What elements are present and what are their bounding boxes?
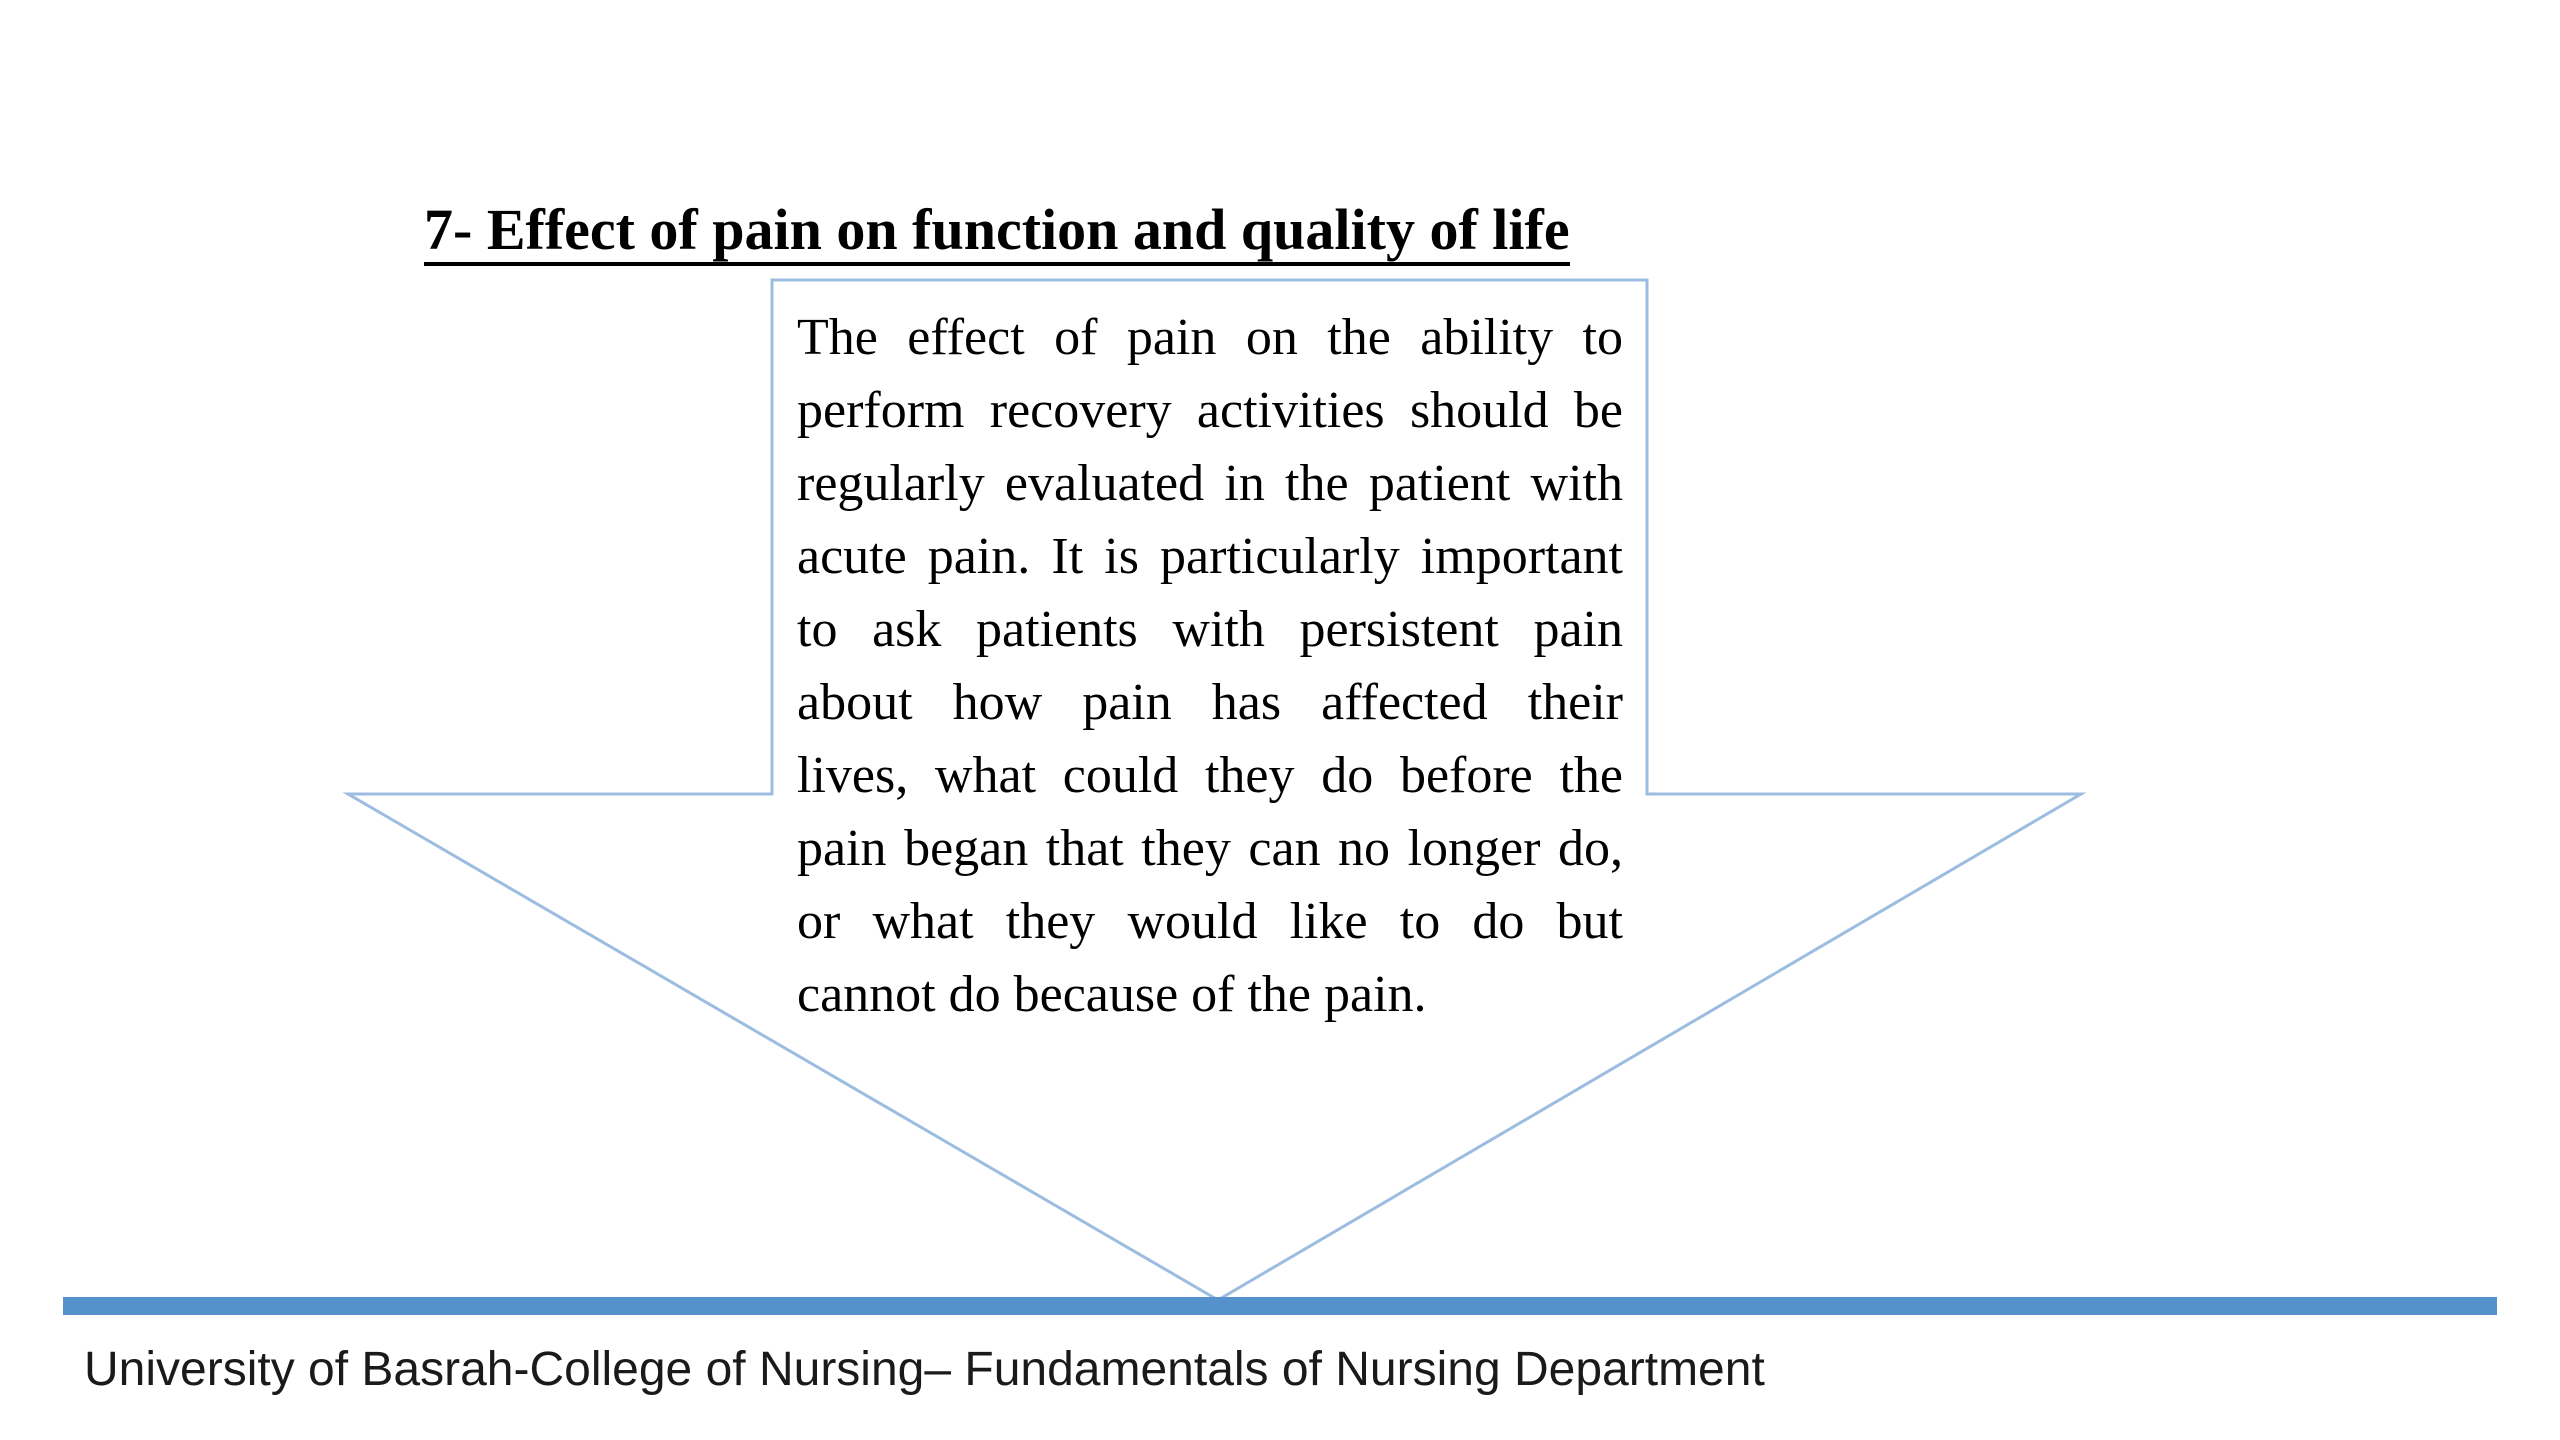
callout-text-line: about how pain has affected their	[797, 674, 1623, 731]
callout-text-line: or what they would like to do but	[797, 893, 1623, 950]
down-arrow-outline	[342, 278, 2087, 1302]
callout-text: The effect of pain on the ability to perf…	[797, 301, 1623, 1031]
callout-text-line: to ask patients with persistent pain	[797, 601, 1623, 658]
callout-text-line: perform recovery activities should be	[797, 382, 1623, 439]
footer-divider-line	[63, 1297, 2497, 1315]
callout-text-line: acute pain. It is particularly important	[797, 528, 1623, 585]
page-title: 7- Effect of pain on function and qualit…	[424, 201, 1570, 266]
callout-text-line: The effect of pain on the ability to	[797, 309, 1623, 366]
callout-text-line: lives, what could they do before the	[797, 747, 1623, 804]
callout-text-line: pain began that they can no longer do,	[797, 820, 1623, 877]
callout-text-line: regularly evaluated in the patient with	[797, 455, 1623, 512]
page-title-text: 7- Effect of pain on function and qualit…	[424, 201, 1570, 266]
callout-text-line: cannot do because of the pain.	[797, 966, 1427, 1023]
footer-text: University of Basrah-College of Nursing–…	[84, 1343, 1765, 1396]
